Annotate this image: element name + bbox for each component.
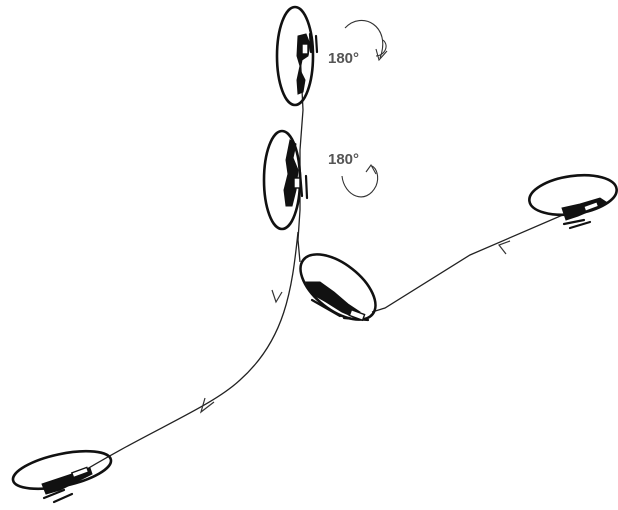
rotation-arrow-head-icon [375, 48, 388, 62]
helicopter-skid-middle-upper [298, 170, 309, 200]
helicopter-tail-middle [348, 308, 366, 322]
helicopter-tail-bottom-left [70, 466, 90, 479]
helicopter-top [275, 5, 319, 107]
helicopter-middle-upper [262, 129, 309, 231]
helicopter-bottom-left [11, 449, 113, 504]
rotor-disc-middle [299, 253, 377, 321]
helicopter-tail-right [582, 200, 600, 213]
rotor-disc-top [275, 5, 315, 107]
flight-path-right-segment [371, 213, 566, 313]
helicopter-right [528, 173, 618, 230]
helicopter-skid-middle [310, 298, 370, 322]
helicopter-body-middle-upper [283, 139, 299, 207]
helicopter-middle [299, 253, 377, 322]
helicopter-body-top [296, 33, 311, 95]
direction-arrow-vertical [271, 289, 283, 304]
rotation-label-middle: 180° [328, 151, 359, 168]
helicopter-tail-middle-upper [293, 177, 301, 189]
helicopter-skid-right [562, 218, 592, 230]
direction-arrow-right [498, 240, 511, 255]
rotation-arrow-tail-icon [375, 39, 387, 57]
rotation-indicator-top: 180° [328, 19, 388, 67]
rotation-indicator-middle: 180° [328, 151, 379, 198]
flight-path-left-segment [71, 231, 299, 479]
direction-arrow-left [199, 397, 215, 414]
helicopter-tail-top [301, 43, 309, 55]
helicopter-skid-top [308, 32, 319, 54]
rotation-arrow-head-icon [365, 163, 377, 175]
rotation-arrow-icon [341, 165, 379, 198]
rotation-arrow-icon [344, 19, 384, 59]
helicopter-skid-bottom-left [42, 488, 74, 504]
rotation-label-top: 180° [328, 50, 359, 67]
